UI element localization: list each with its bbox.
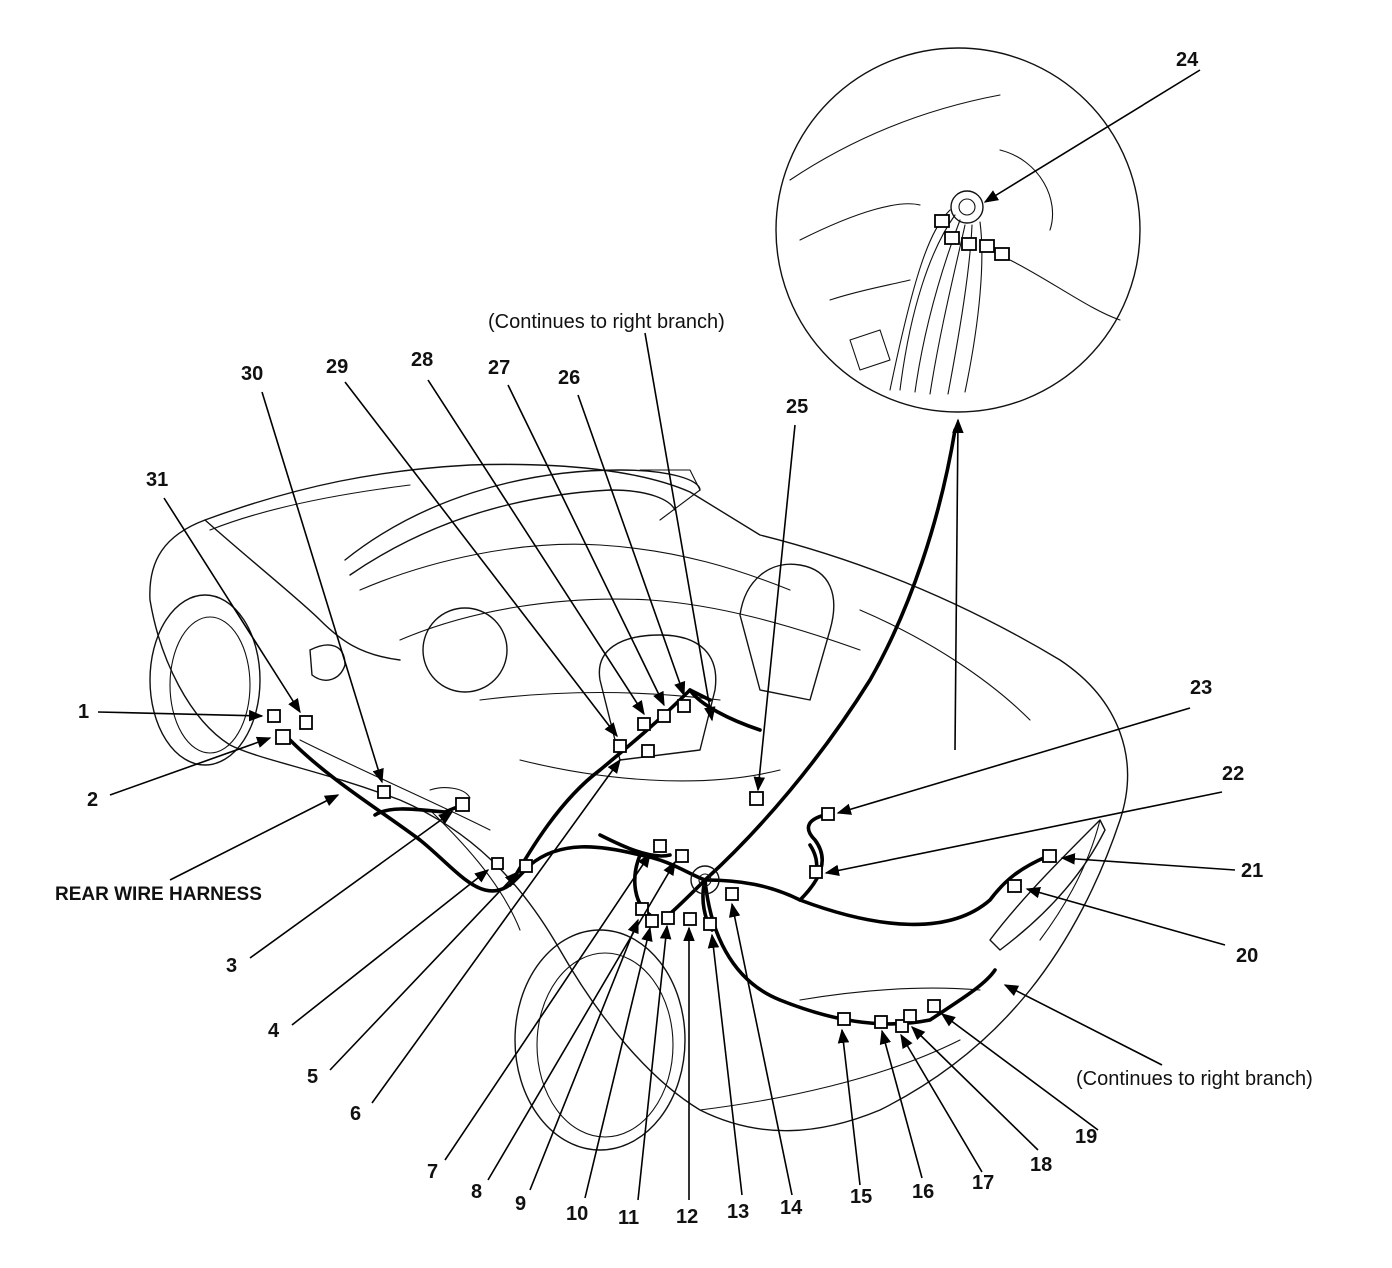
callout-31: 31 (146, 469, 168, 491)
callout-3: 3 (226, 955, 237, 977)
callout-14: 14 (780, 1197, 803, 1219)
callout-27: 27 (488, 357, 510, 379)
connector-10 (645, 914, 659, 928)
connector-26 (677, 699, 691, 713)
connector-9 (635, 902, 649, 916)
connector-5 (519, 859, 533, 873)
callout-16: 16 (912, 1181, 934, 1203)
connector-17 (895, 1019, 909, 1033)
callout-17: 17 (972, 1172, 994, 1194)
labels: REAR WIRE HARNESS (Continues to right br… (55, 49, 1313, 1229)
callout-21: 21 (1241, 860, 1263, 882)
callout-19: 19 (1075, 1126, 1097, 1148)
callout-24: 24 (1176, 49, 1199, 71)
connector-31 (299, 715, 313, 730)
callout-2: 2 (87, 789, 98, 811)
connector-30 (377, 785, 391, 799)
rear-wire-harness (288, 428, 1050, 1026)
callout-12: 12 (676, 1206, 698, 1228)
callout-30: 30 (241, 363, 263, 385)
callout-7: 7 (427, 1161, 438, 1183)
callout-10: 10 (566, 1203, 588, 1225)
callout-28: 28 (411, 349, 433, 371)
note-top: (Continues to right branch) (488, 311, 725, 333)
note-bottom: (Continues to right branch) (1076, 1068, 1313, 1090)
callout-4: 4 (268, 1020, 280, 1042)
connector-27 (657, 709, 671, 723)
callout-15: 15 (850, 1186, 872, 1208)
callout-5: 5 (307, 1066, 318, 1088)
connector-16 (874, 1015, 888, 1029)
leader-lines (97, 69, 1236, 1201)
harness-label: REAR WIRE HARNESS (55, 884, 262, 905)
connector-18 (903, 1009, 917, 1023)
connector-7 (653, 839, 667, 853)
connector-28 (637, 717, 651, 731)
connector-23 (821, 807, 835, 821)
connector-11 (661, 911, 675, 925)
car-body (149, 463, 1129, 1151)
callout-25: 25 (786, 396, 808, 418)
callout-29: 29 (326, 356, 348, 378)
callout-8: 8 (471, 1181, 482, 1203)
connector-13 (703, 917, 717, 931)
connector-15 (837, 1012, 851, 1026)
connector-2 (275, 729, 291, 745)
connector-3 (455, 797, 470, 812)
callout-18: 18 (1030, 1154, 1052, 1176)
connector-1 (267, 709, 281, 723)
callout-11: 11 (618, 1207, 639, 1229)
connector-14 (725, 887, 739, 901)
connector-8 (675, 849, 689, 863)
connector-25 (749, 791, 764, 806)
connector-22 (809, 865, 823, 879)
detail-inset (775, 47, 1141, 413)
connector-19 (927, 999, 941, 1013)
connectors (267, 699, 1057, 1033)
callout-26: 26 (558, 367, 580, 389)
connector-4 (491, 857, 504, 870)
callout-9: 9 (515, 1193, 526, 1215)
connector-12 (683, 912, 697, 926)
connector-29 (613, 739, 627, 753)
callout-6: 6 (350, 1103, 361, 1125)
connector-21 (1042, 849, 1057, 863)
callout-1: 1 (78, 701, 89, 723)
callout-22: 22 (1222, 763, 1244, 785)
callout-13: 13 (727, 1201, 749, 1223)
connector-extra-1 (641, 744, 655, 758)
callout-20: 20 (1236, 945, 1258, 967)
callout-23: 23 (1190, 677, 1212, 699)
connector-20 (1007, 879, 1022, 893)
